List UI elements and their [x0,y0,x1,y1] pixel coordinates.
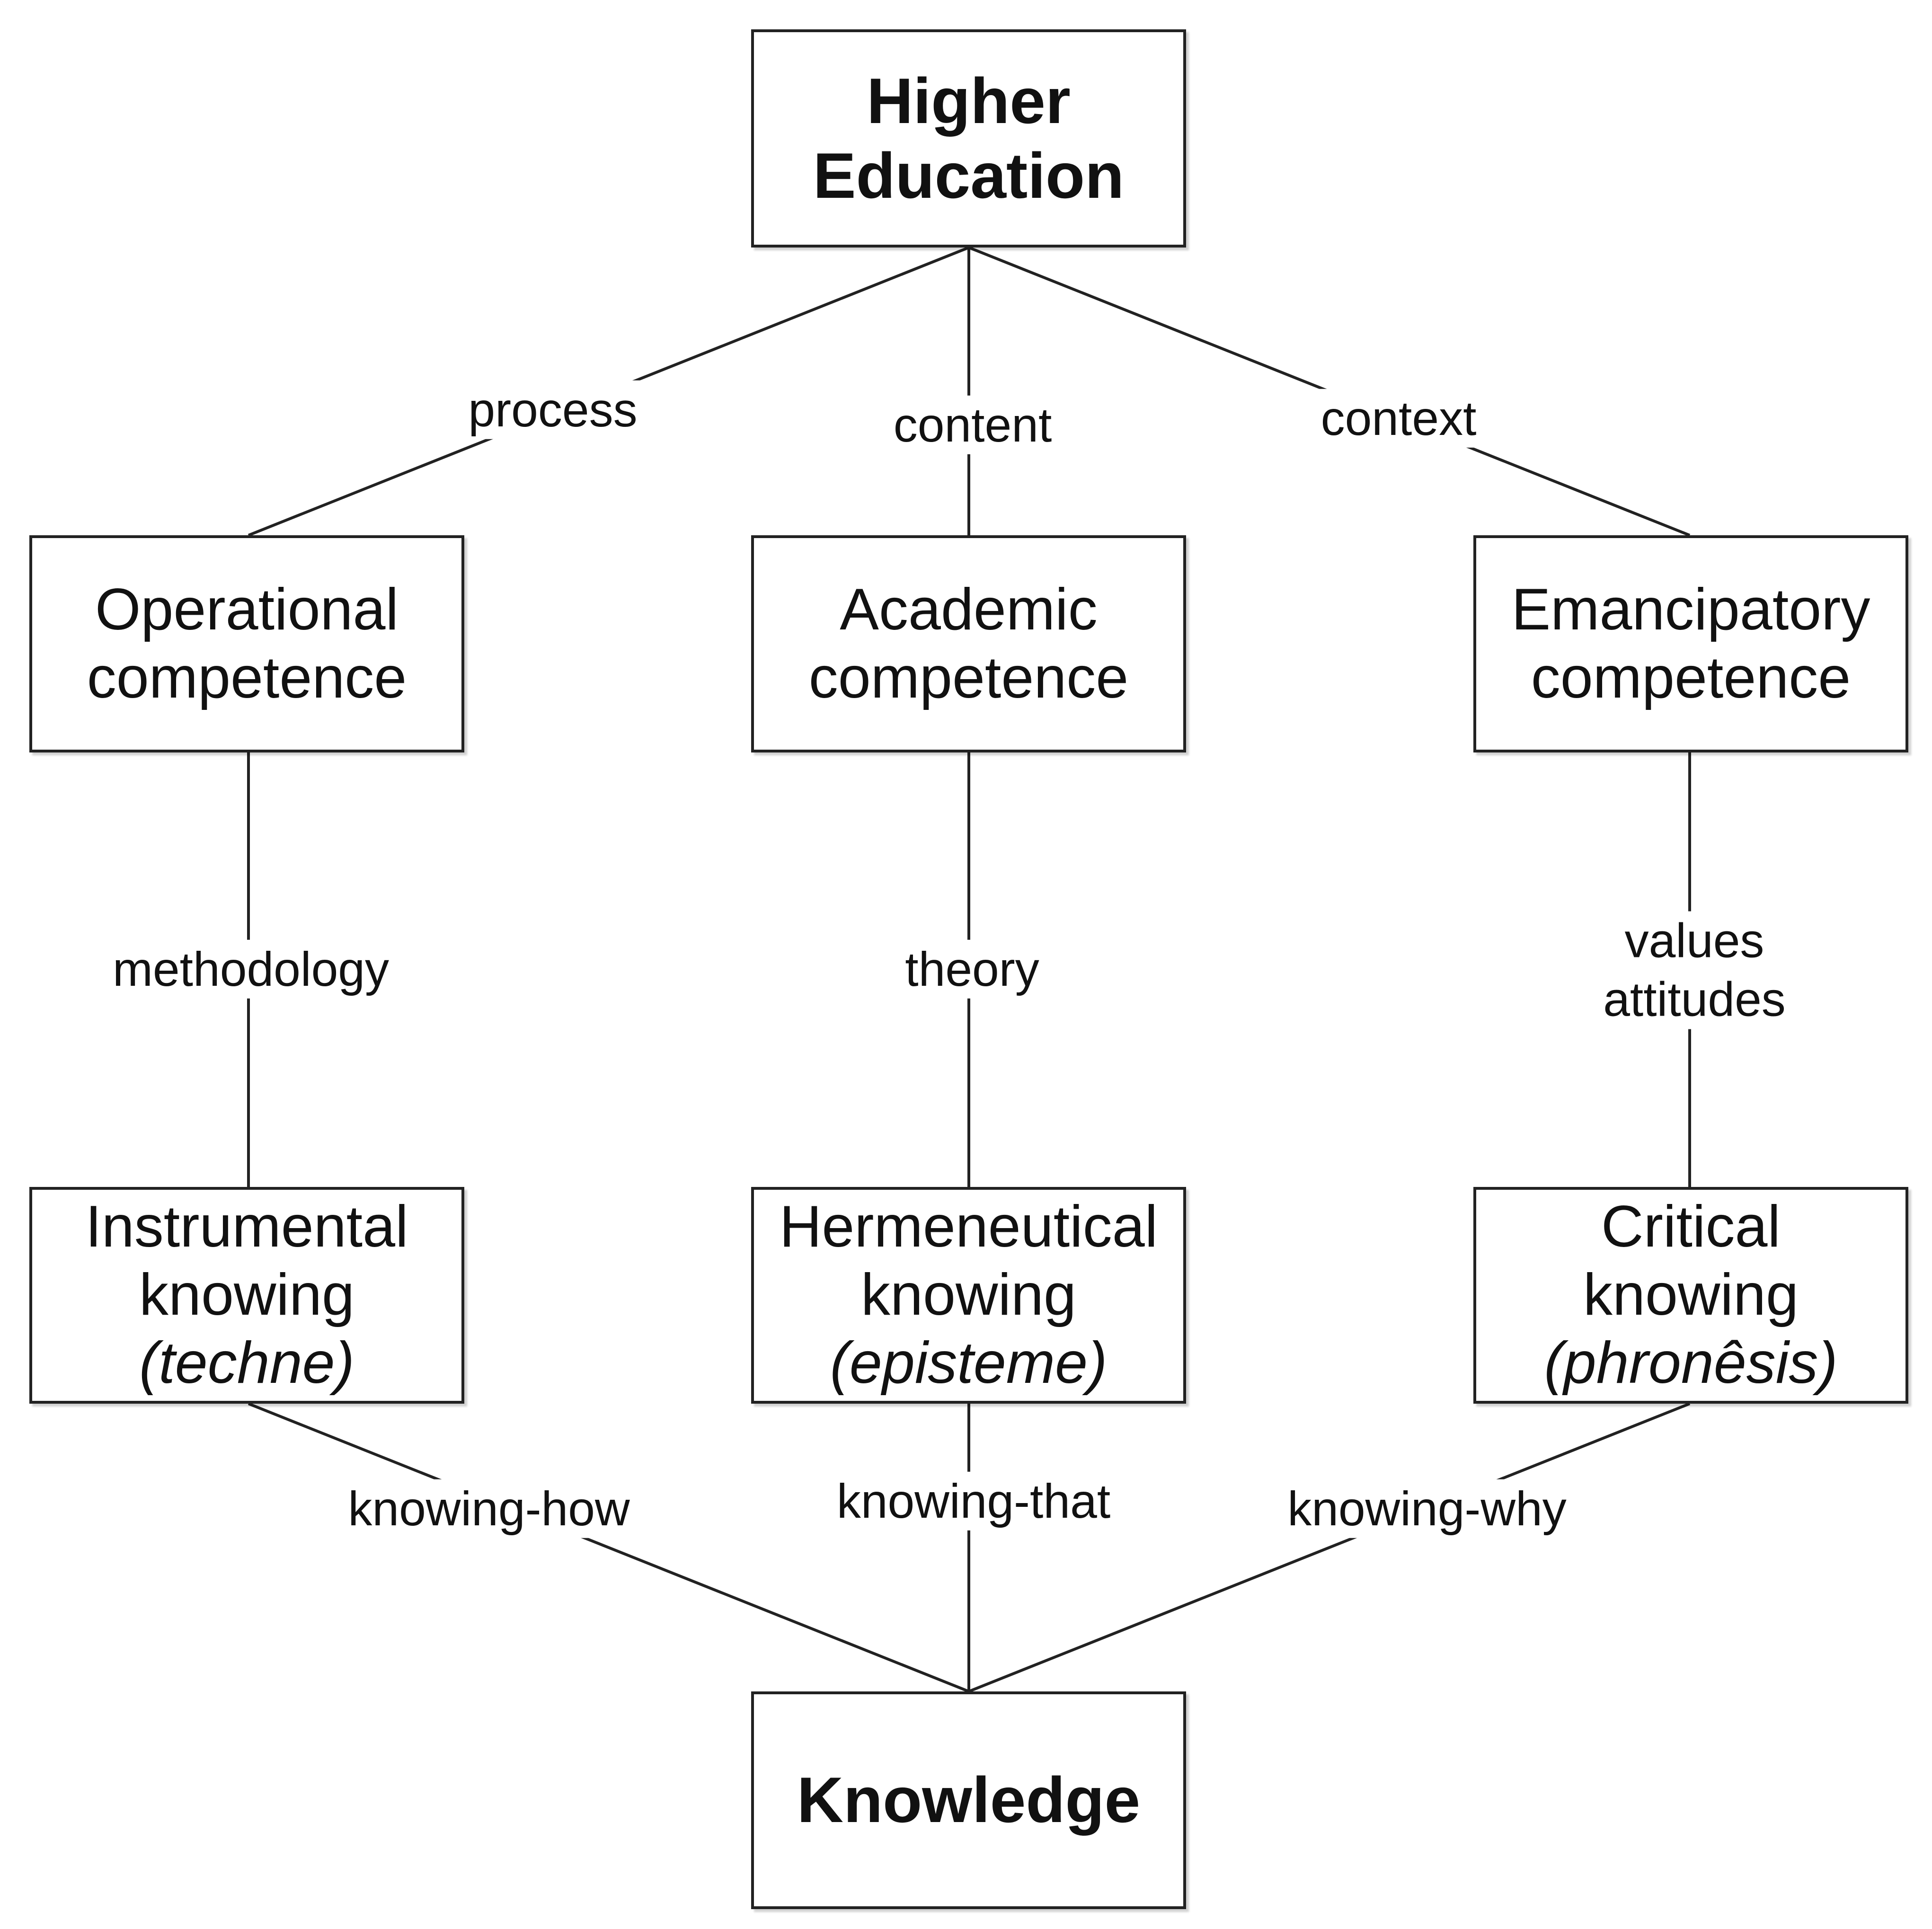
edge-label-knowing-that: knowing-that [832,1471,1116,1531]
edge-label-knowing-why: knowing-why [1283,1479,1571,1539]
edge-label-process: process [463,380,642,440]
edge-critical-to-knowledge [968,1402,1691,1693]
node-knowledge: Knowledge [751,1691,1186,1909]
edge-label-values-attitudes: values attitudes [1598,911,1790,1029]
node-academic-competence: Academic competence [751,535,1186,752]
node-critical-knowing: Critical knowing (phronêsis) [1473,1187,1908,1404]
edge-label-knowing-how: knowing-how [343,1479,635,1539]
edge-instrumental-to-knowledge [248,1402,970,1693]
node-operational-competence: Operational competence [29,535,464,752]
node-emancipatory-competence: Emancipatory competence [1473,535,1908,752]
node-higher-education: Higher Education [751,29,1186,248]
edge-label-theory: theory [900,939,1044,999]
node-instrumental-knowing: Instrumental knowing (techne) [29,1187,464,1404]
edge-label-content: content [888,395,1057,455]
edge-label-context: context [1316,389,1481,448]
edge-label-methodology: methodology [107,939,394,999]
node-hermeneutical-knowing: Hermeneutical knowing (episteme) [751,1187,1186,1404]
